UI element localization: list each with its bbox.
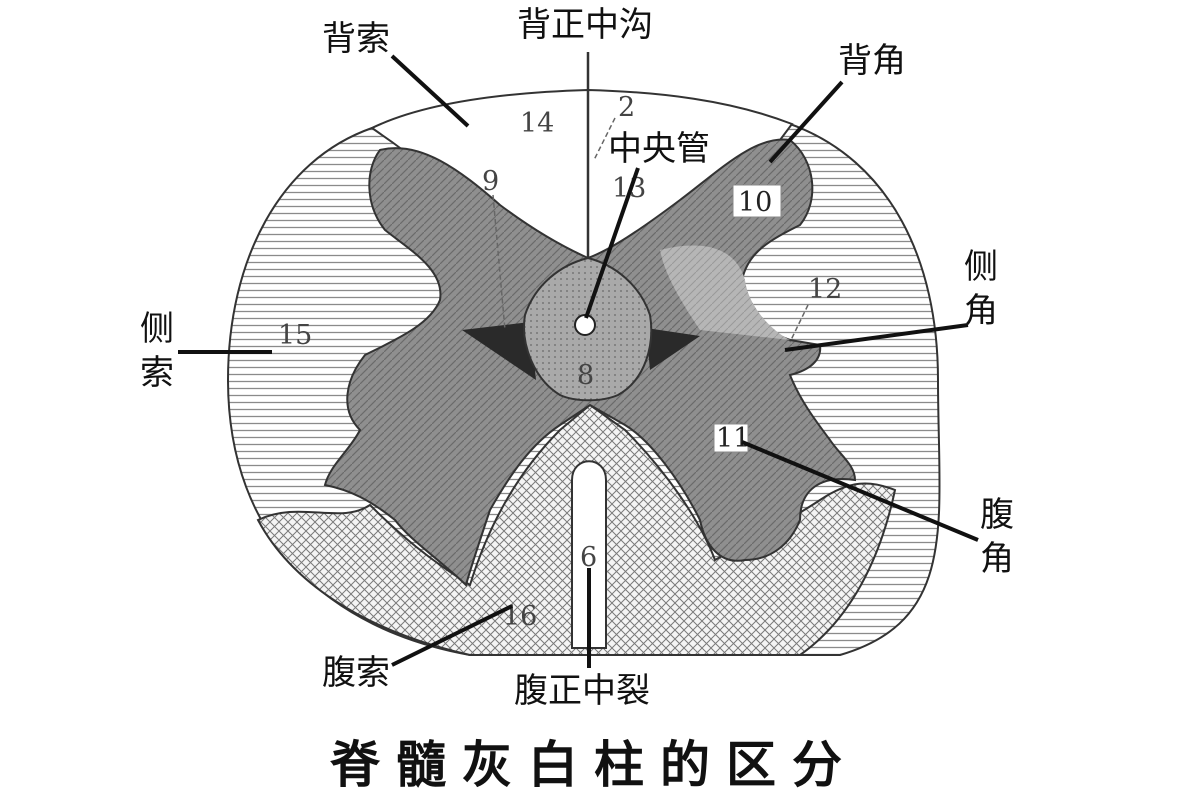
label-dorsal-horn: 背角 (838, 41, 906, 81)
num-6: 6 (580, 542, 597, 573)
label-lateral-funiculus-1: 侧 (140, 309, 174, 349)
leader-central-canal (584, 167, 640, 319)
label-central-canal: 中央管 (608, 129, 710, 169)
num-10: 10 (738, 187, 772, 218)
box-10 (732, 184, 782, 218)
num-9: 9 (482, 166, 499, 197)
num-15: 15 (278, 320, 312, 351)
label-ventral-funiculus: 腹索 (322, 653, 390, 693)
label-lateral-horn-1: 侧 (964, 247, 998, 287)
num-11: 11 (716, 423, 750, 454)
label-ventral-median-fissure: 腹正中裂 (514, 671, 650, 711)
num-2: 2 (618, 92, 635, 123)
leader-ventral-horn (741, 440, 979, 542)
box-11 (713, 423, 749, 453)
num-14: 14 (520, 108, 554, 139)
dark-wedge-right (646, 328, 700, 370)
label-dorsal-funiculus: 背索 (322, 19, 390, 59)
leader-12 (789, 304, 809, 343)
label-dorsal-median-sulcus: 背正中沟 (517, 5, 653, 45)
label-ventral-horn-2: 角 (980, 539, 1014, 579)
dark-wedge-left (462, 322, 536, 380)
ventral-median-fissure (571, 460, 607, 649)
label-lateral-funiculus-2: 索 (140, 353, 174, 393)
diagram-caption: 脊髓灰白柱的区分 (330, 735, 858, 794)
leader-ventral-funiculus (391, 604, 513, 667)
leader-lateral-horn (784, 323, 969, 352)
leader-dorsal-funiculus (390, 54, 470, 128)
lateral-horn-region (660, 245, 790, 340)
num-8: 8 (577, 360, 594, 391)
num-16: 16 (503, 601, 537, 632)
leader-9 (492, 194, 506, 331)
num-12: 12 (808, 274, 842, 305)
label-ventral-horn-1: 腹 (980, 495, 1014, 535)
central-canal (574, 314, 596, 336)
leader-dorsal-horn (768, 80, 844, 164)
label-lateral-horn-2: 角 (964, 291, 998, 331)
